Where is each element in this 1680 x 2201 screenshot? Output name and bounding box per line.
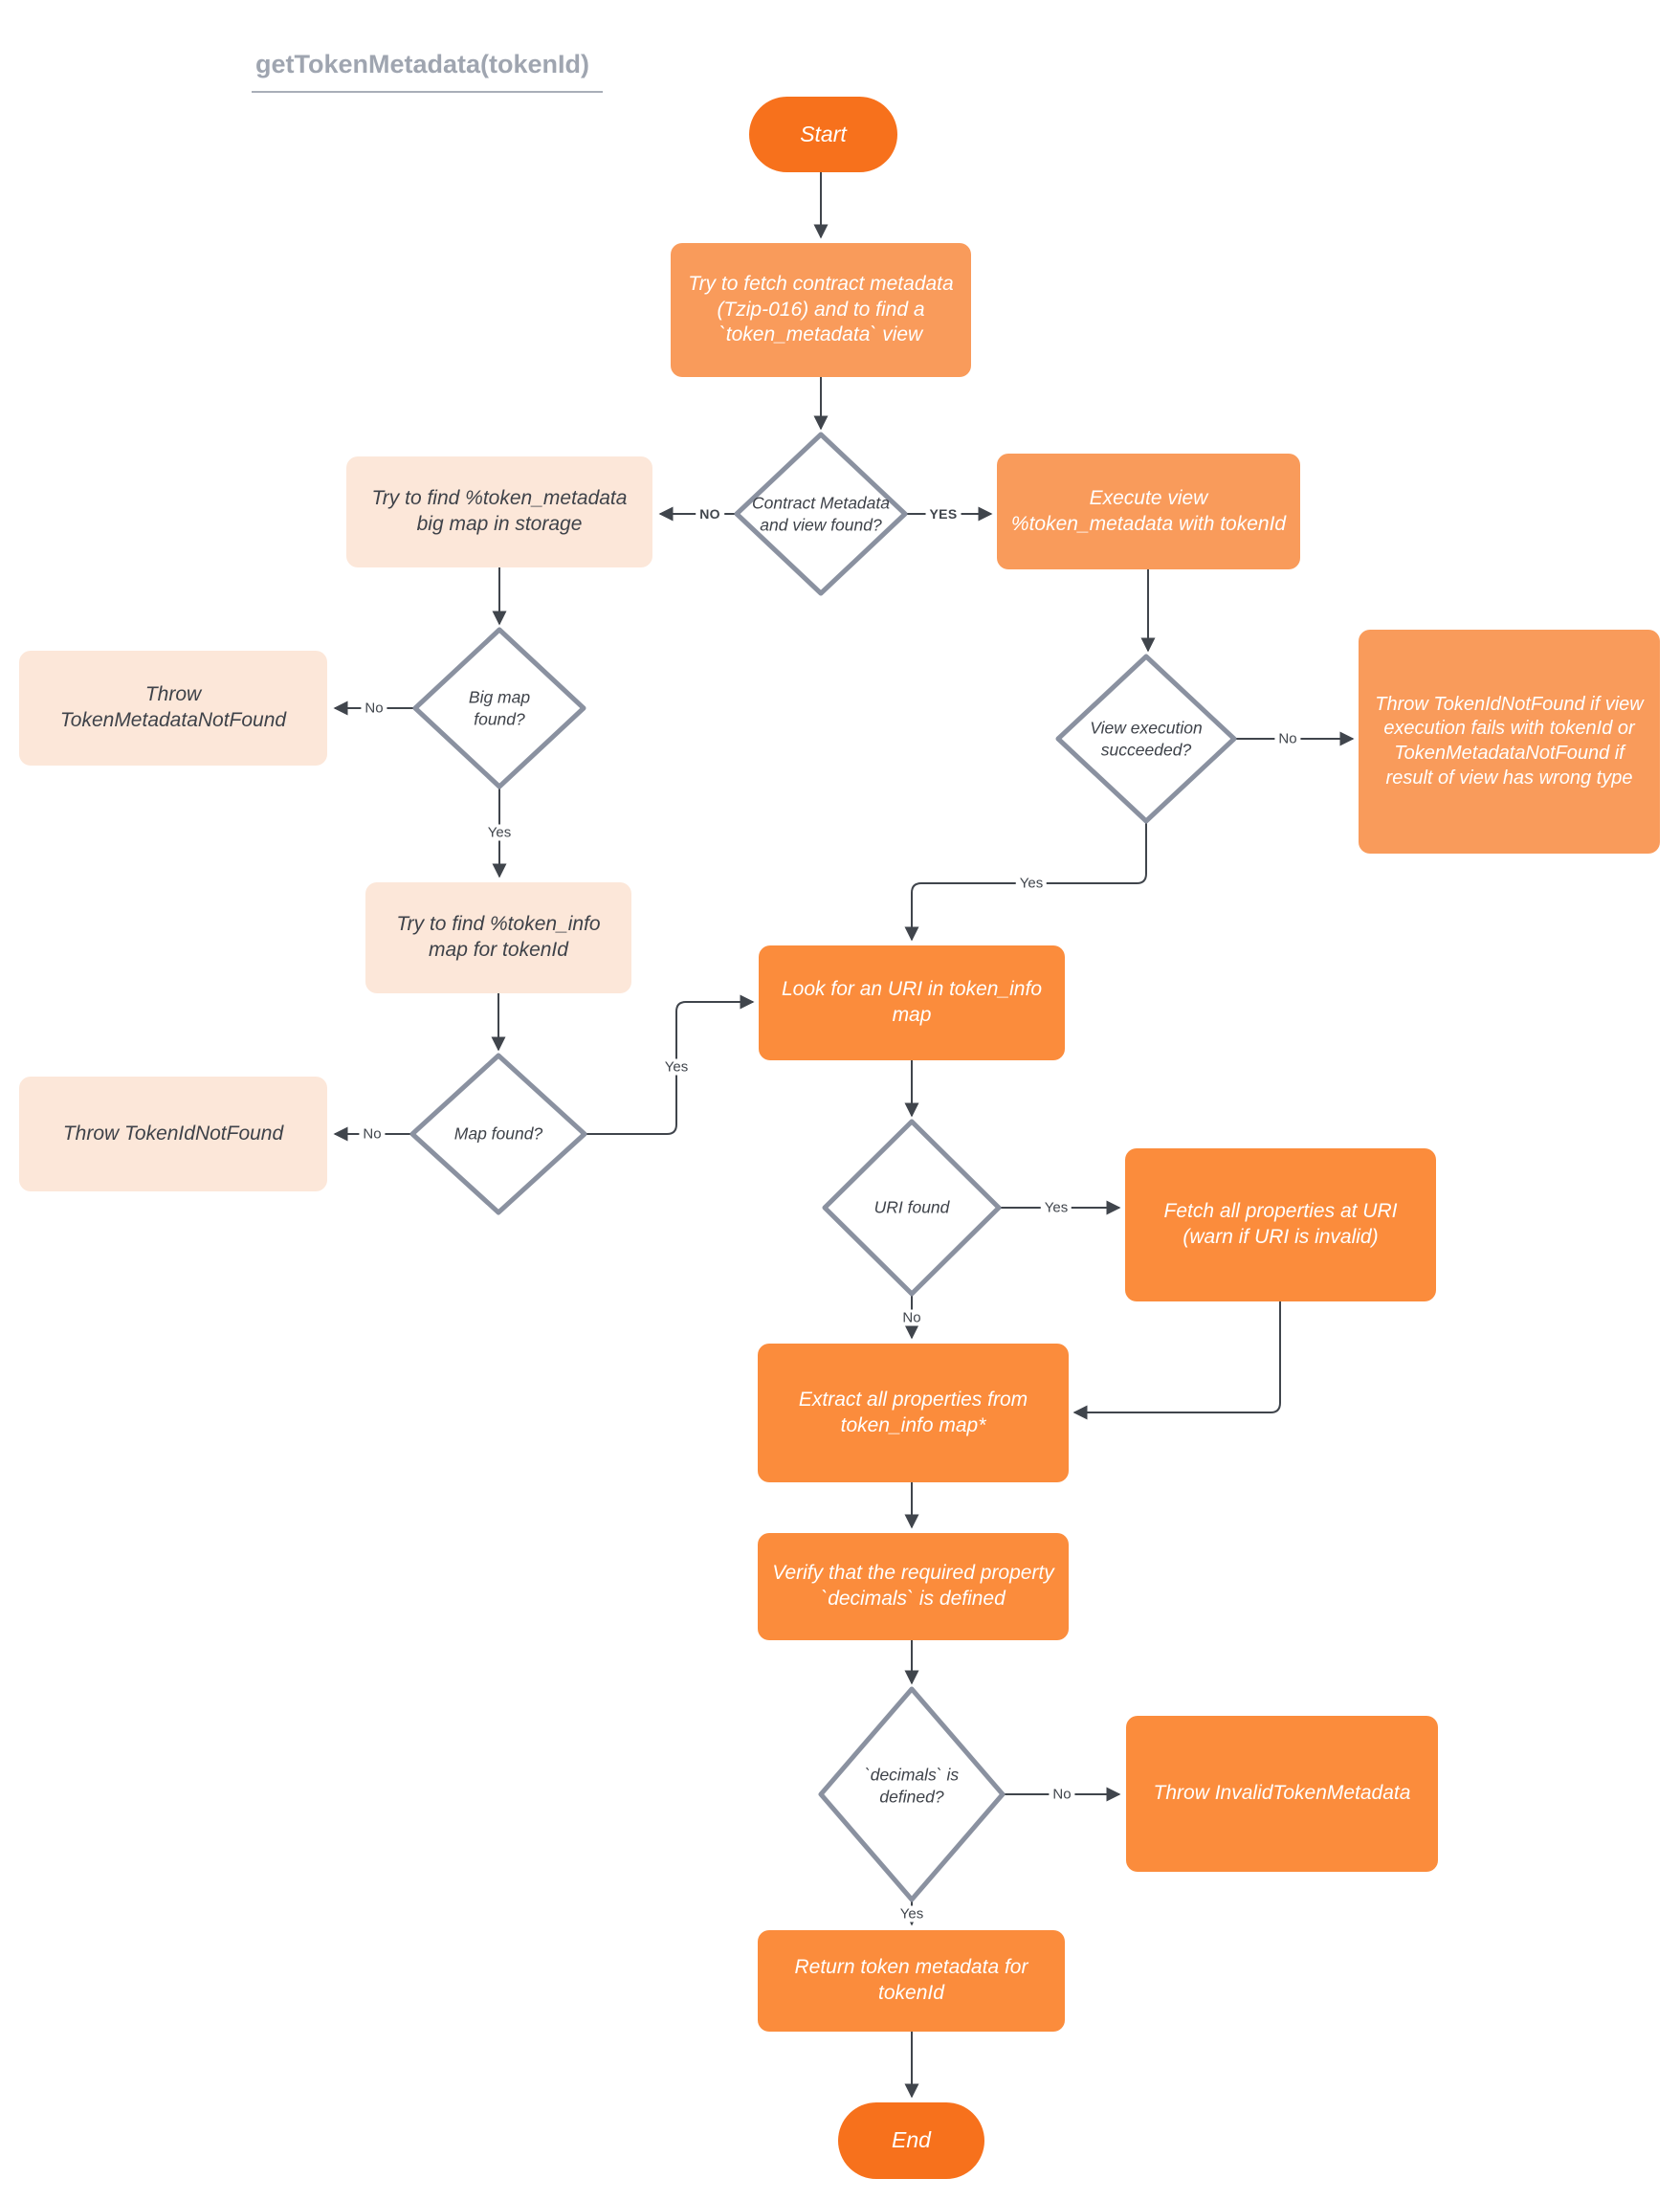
- edge-label-view-yes: Yes: [1015, 875, 1048, 892]
- node-verify-decimals: Verify that the required property `decim…: [758, 1533, 1069, 1640]
- decision-shape-big-map-found: [412, 627, 586, 789]
- node-fetch-properties: Fetch all properties at URI (warn if URI…: [1125, 1148, 1436, 1301]
- page-title: getTokenMetadata(tokenId): [252, 50, 604, 93]
- decision-shape-decimals-defined: [818, 1686, 1006, 1902]
- edge-label-view-no: No: [1274, 730, 1301, 747]
- edge-label-uri-no: No: [898, 1309, 925, 1326]
- decision-label-map-found: Map found?: [453, 1123, 543, 1144]
- edge-label-uri-yes: Yes: [1040, 1199, 1072, 1216]
- node-end: End: [838, 2102, 984, 2179]
- node-throw-token-metadata-not-found: Throw TokenMetadataNotFound: [19, 651, 327, 766]
- node-start: Start: [749, 97, 897, 172]
- node-execute-view: Execute view %token_metadata with tokenI…: [997, 454, 1300, 569]
- node-throw-invalid-token-metadata: Throw InvalidTokenMetadata: [1126, 1716, 1438, 1872]
- edge-label-map-yes: Yes: [660, 1058, 693, 1076]
- decision-shape-map-found: [409, 1053, 587, 1215]
- node-find-big-map: Try to find %token_metadata big map in s…: [346, 456, 652, 567]
- edge-label-map-no: No: [359, 1125, 386, 1143]
- decision-label-contract-found: Contract Metadata and view found?: [752, 493, 890, 534]
- edge-fetchprops-to-extract: [1072, 1301, 1281, 1420]
- node-look-for-uri: Look for an URI in token_info map: [759, 945, 1065, 1060]
- decision-label-view-succeeded: View execution succeeded?: [1090, 718, 1203, 759]
- edge-label-contract-no: NO: [696, 506, 724, 522]
- decision-shape-uri-found: [822, 1119, 1002, 1297]
- decision-label-decimals-defined: `decimals` is defined?: [864, 1765, 960, 1806]
- decision-shape-view-succeeded: [1055, 654, 1237, 824]
- edge-label-contract-yes: YES: [925, 506, 962, 522]
- decision-shape-contract-found: [734, 432, 908, 596]
- decision-label-uri-found: URI found: [873, 1197, 950, 1217]
- node-return-metadata: Return token metadata for tokenId: [758, 1930, 1065, 2032]
- edge-label-decimals-no: No: [1049, 1786, 1075, 1803]
- edge-label-decimals-yes: Yes: [895, 1905, 928, 1923]
- node-find-token-info: Try to find %token_info map for tokenId: [365, 882, 631, 993]
- node-fetch-contract-metadata: Try to fetch contract metadata (Tzip-016…: [671, 243, 971, 377]
- node-throw-token-id-not-found: Throw TokenIdNotFound: [19, 1077, 327, 1191]
- node-throw-view-failed: Throw TokenIdNotFound if view execution …: [1359, 630, 1660, 854]
- decision-label-big-map-found: Big map found?: [468, 687, 531, 728]
- edge-label-big-map-yes: Yes: [483, 824, 516, 841]
- node-extract-properties: Extract all properties from token_info m…: [758, 1344, 1069, 1482]
- edge-label-big-map-no: No: [361, 700, 387, 717]
